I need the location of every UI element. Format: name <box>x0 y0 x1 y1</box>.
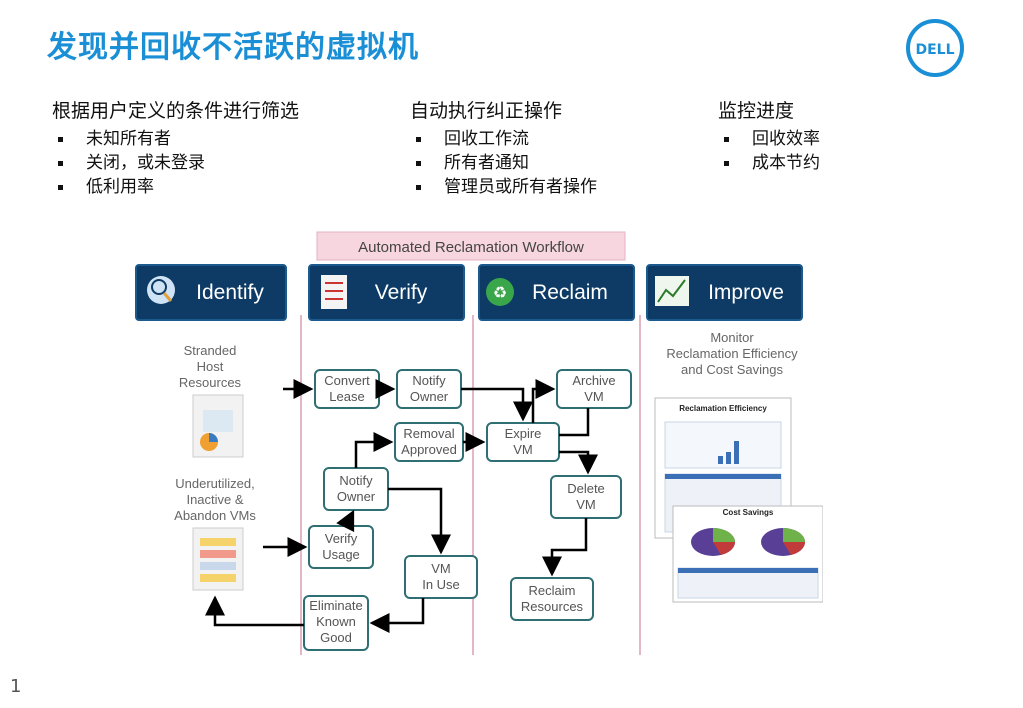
svg-text:VM: VM <box>576 497 596 512</box>
column-actions: 自动执行纠正操作 回收工作流 所有者通知 管理员或所有者操作 <box>410 96 597 199</box>
svg-text:Delete: Delete <box>567 481 605 496</box>
svg-text:VM: VM <box>513 442 533 457</box>
bullet-item: 低利用率 <box>52 175 299 199</box>
spreadsheet-document-icon <box>192 527 244 591</box>
stranded-label: Resources <box>179 375 242 390</box>
efficiency-title: Reclamation Efficiency <box>679 404 767 413</box>
phase-identify: Identify <box>135 264 287 321</box>
column-heading: 根据用户定义的条件进行筛选 <box>52 100 300 122</box>
node-eliminate-known-good: Eliminate Known Good <box>303 595 369 651</box>
bullet-item: 所有者通知 <box>410 151 597 175</box>
svg-text:Lease: Lease <box>329 389 364 404</box>
bullet-item: 成本节约 <box>718 151 820 175</box>
page-number: 1 <box>10 676 22 697</box>
bullet-item: 回收效率 <box>718 127 820 151</box>
svg-text:Archive: Archive <box>572 373 615 388</box>
monitor-label: and Cost Savings <box>681 362 783 377</box>
workflow-banner <box>316 231 626 261</box>
node-notify-owner: Notify Owner <box>323 467 389 511</box>
svg-text:VM: VM <box>431 561 451 576</box>
underutilized-label: Abandon VMs <box>174 508 256 523</box>
stranded-label: Host <box>197 359 224 374</box>
svg-text:Convert: Convert <box>324 373 370 388</box>
phase-verify: Verify <box>308 264 465 321</box>
svg-text:♻: ♻ <box>493 285 507 302</box>
monitor-label: Reclamation Efficiency <box>666 346 798 361</box>
phase-label: Improve <box>708 281 784 304</box>
bullet-item: 关闭，或未登录 <box>52 151 299 175</box>
bullet-item: 管理员或所有者操作 <box>410 175 597 199</box>
underutilized-label: Underutilized, <box>175 476 255 491</box>
svg-text:Eliminate: Eliminate <box>309 598 362 613</box>
column-monitor: 监控进度 回收效率 成本节约 <box>718 96 820 175</box>
node-delete-vm: Delete VM <box>550 475 622 519</box>
svg-text:Resources: Resources <box>521 599 584 614</box>
stranded-label: Stranded <box>184 343 237 358</box>
node-archive-vm: Archive VM <box>556 369 632 409</box>
report-document-icon <box>192 394 244 458</box>
svg-text:In Use: In Use <box>422 577 460 592</box>
node-notify-owner-top: Notify Owner <box>396 369 462 409</box>
svg-text:Known: Known <box>316 614 356 629</box>
workflow-label: Automated Reclamation Workflow <box>358 239 584 256</box>
phase-improve: Improve <box>646 264 803 321</box>
phase-label: Verify <box>375 281 428 304</box>
node-reclaim-resources: Reclaim Resources <box>510 577 594 621</box>
phase-label: Identify <box>196 281 264 304</box>
monitor-label: Monitor <box>710 330 754 345</box>
node-convert-lease: Convert Lease <box>314 369 380 409</box>
flow-arrows <box>205 379 598 633</box>
svg-text:Owner: Owner <box>337 489 376 504</box>
phase-reclaim: ♻ Reclaim <box>478 264 635 321</box>
svg-text:VM: VM <box>584 389 604 404</box>
underutilized-label: Inactive & <box>186 492 243 507</box>
node-verify-usage: Verify Usage <box>308 525 374 569</box>
node-expire-vm: Expire VM <box>486 422 560 462</box>
svg-text:Approved: Approved <box>401 442 457 457</box>
svg-text:Reclaim: Reclaim <box>529 583 576 598</box>
node-vm-in-use: VM In Use <box>404 555 478 599</box>
svg-text:Usage: Usage <box>322 547 360 562</box>
phase-label: Reclaim <box>532 281 608 304</box>
svg-text:Good: Good <box>320 630 352 645</box>
svg-text:Removal: Removal <box>403 426 454 441</box>
svg-text:Notify: Notify <box>339 473 373 488</box>
node-removal-approved: Removal Approved <box>394 422 464 462</box>
dell-logo-text: DELL <box>915 42 954 58</box>
cost-title: Cost Savings <box>723 508 774 517</box>
bullet-item: 未知所有者 <box>52 127 299 151</box>
svg-text:Owner: Owner <box>410 389 449 404</box>
cost-savings-thumbnail: Cost Savings <box>672 505 823 603</box>
dell-logo: DELL <box>906 19 964 77</box>
column-heading: 自动执行纠正操作 <box>410 100 563 122</box>
recycle-icon <box>486 278 514 306</box>
svg-text:Expire: Expire <box>505 426 542 441</box>
svg-text:Notify: Notify <box>412 373 446 388</box>
slide-title: 发现并回收不活跃的虚拟机 <box>47 30 419 65</box>
column-heading: 监控进度 <box>718 100 795 122</box>
column-filter: 根据用户定义的条件进行筛选 未知所有者 关闭，或未登录 低利用率 <box>52 96 299 199</box>
svg-text:Verify: Verify <box>325 531 358 546</box>
reclamation-workflow-diagram: Automated Reclamation Workflow Identify … <box>135 231 823 655</box>
bullet-item: 回收工作流 <box>410 127 597 151</box>
